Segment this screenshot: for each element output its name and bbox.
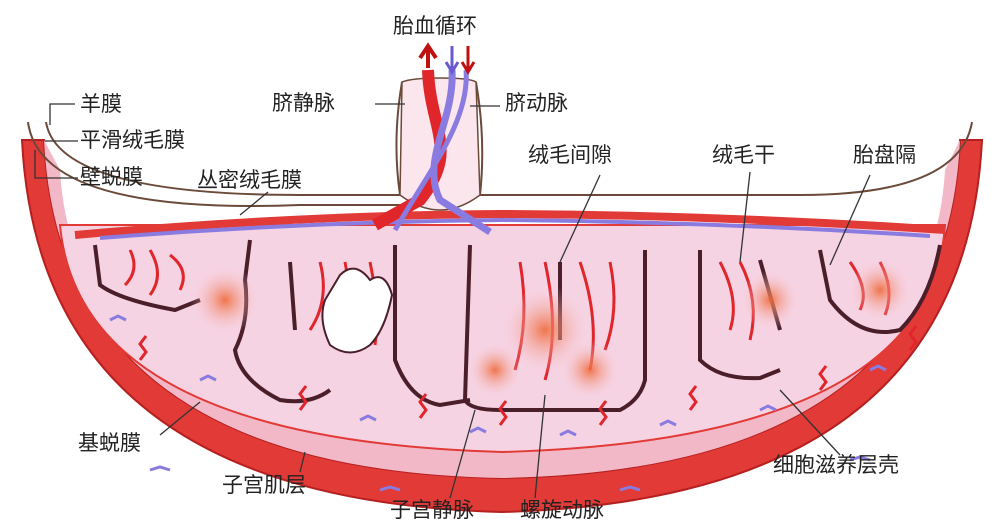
umbilical-artery-label: 脐动脉: [505, 93, 568, 114]
decidua-basalis-label: 基蜕膜: [78, 433, 141, 454]
chorion-frondosum-label: 丛密绒毛膜: [197, 170, 302, 191]
arrow-down-icon-1: [446, 46, 458, 72]
stem-villus-label: 绒毛干: [712, 145, 775, 166]
umbilical-vein-label: 脐静脉: [272, 93, 335, 114]
intervillous-space-label: 绒毛间隙: [528, 145, 612, 166]
title-label: 胎血循环: [393, 16, 477, 37]
uterine-vein-label: 子宫静脉: [390, 500, 474, 521]
chorion-laeve-label: 平滑绒毛膜: [80, 130, 185, 151]
spiral-artery-label: 螺旋动脉: [520, 500, 604, 521]
amnion-label: 羊膜: [80, 94, 122, 115]
cytotrophoblast-shell-label: 细胞滋养层壳: [773, 455, 899, 476]
myometrium-label: 子宫肌层: [222, 475, 306, 496]
decidua-parietalis-label: 壁蜕膜: [80, 167, 143, 188]
arrow-up-icon: [420, 46, 436, 68]
placental-septum-label: 胎盘隔: [853, 145, 916, 166]
arrow-down-icon-2: [462, 46, 474, 72]
